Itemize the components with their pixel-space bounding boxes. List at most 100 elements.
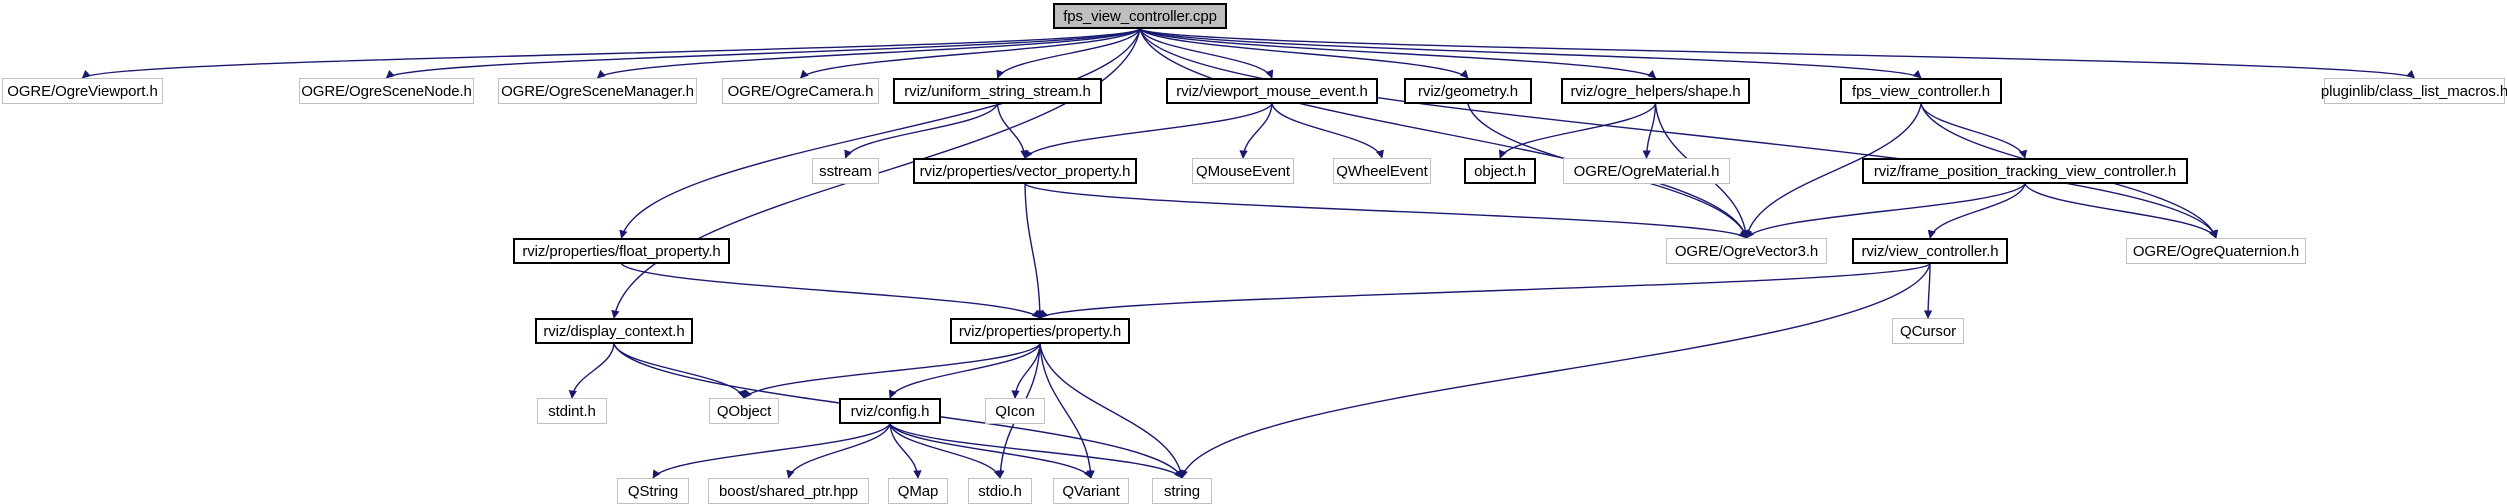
graph-node-viewctrl[interactable]: rviz/view_controller.h	[1852, 238, 2008, 264]
graph-edge-fpsvch-to-fptvc	[1920, 103, 2028, 159]
graph-node-qobject[interactable]: QObject	[709, 398, 779, 424]
graph-edge-vme-to-qwheel	[1271, 103, 1384, 159]
graph-edge-shape-to-material	[1642, 103, 1657, 159]
graph-edge-viewctrl-to-stringh	[1179, 263, 1931, 479]
graph-node-label: stdio.h	[978, 482, 1022, 500]
graph-node-geometry[interactable]: rviz/geometry.h	[1404, 78, 1532, 104]
graph-edge-vme-to-qmouse	[1239, 103, 1273, 159]
graph-node-label: fps_view_controller.h	[1852, 82, 1990, 100]
graph-edge-root-to-geometry	[1139, 28, 1469, 79]
graph-node-label: QVariant	[1062, 482, 1120, 500]
graph-node-label: OGRE/OgreViewport.h	[7, 82, 158, 100]
graph-node-label: OGRE/OgreVector3.h	[1674, 242, 1819, 260]
graph-node-label: QString	[627, 482, 679, 500]
graph-node-qvariant[interactable]: QVariant	[1053, 478, 1129, 504]
graph-edge-fptvc-to-quaternion	[2024, 183, 2217, 239]
graph-edge-shape-to-objecth	[1498, 103, 1657, 159]
graph-node-fptvc[interactable]: rviz/frame_position_tracking_view_contro…	[1862, 158, 2188, 184]
graph-node-label: rviz/viewport_mouse_event.h	[1176, 82, 1368, 100]
graph-edge-root-to-vme	[1139, 28, 1274, 79]
graph-node-dispctx[interactable]: rviz/display_context.h	[535, 318, 693, 344]
graph-node-qmouse[interactable]: QMouseEvent	[1192, 158, 1294, 184]
graph-node-pluginlib[interactable]: pluginlib/class_list_macros.h	[2320, 78, 2507, 104]
graph-node-quaternion[interactable]: OGRE/OgreQuaternion.h	[2126, 238, 2306, 264]
graph-node-objecth[interactable]: object.h	[1464, 158, 1536, 184]
graph-node-label: rviz/frame_position_tracking_view_contro…	[1873, 162, 2177, 180]
graph-edge-vme-to-vecprop	[1024, 103, 1273, 159]
graph-node-scenemgr[interactable]: OGRE/OgreSceneManager.h	[498, 78, 697, 104]
graph-node-label: QMap	[897, 482, 939, 500]
graph-node-vecprop[interactable]: rviz/properties/vector_property.h	[913, 158, 1137, 184]
graph-edge-dispctx-to-qobject	[613, 343, 746, 399]
graph-edge-fpsvch-to-vector3	[1743, 103, 1922, 239]
graph-edge-uss-to-vecprop	[996, 103, 1029, 159]
graph-edge-root-to-uss	[996, 28, 1141, 79]
graph-edge-uss-to-sstream	[844, 103, 999, 159]
graph-edge-property-to-qvariant	[1039, 343, 1095, 479]
graph-edge-config-to-stringh	[889, 423, 1183, 479]
graph-node-fpsvch[interactable]: fps_view_controller.h	[1840, 78, 2002, 104]
graph-edge-root-to-camera	[799, 28, 1141, 79]
graph-node-label: string	[1163, 482, 1201, 500]
graph-node-stdio[interactable]: stdio.h	[968, 478, 1032, 504]
graph-node-label: OGRE/OgreCamera.h	[727, 82, 874, 100]
graph-node-material[interactable]: OGRE/OgreMaterial.h	[1563, 158, 1730, 184]
graph-edge-root-to-quaternion	[1139, 28, 2219, 239]
graph-node-label: rviz/properties/vector_property.h	[919, 162, 1131, 180]
graph-node-vme[interactable]: rviz/viewport_mouse_event.h	[1166, 78, 1378, 104]
graph-node-label: QWheelEvent	[1336, 162, 1428, 180]
graph-node-property[interactable]: rviz/properties/property.h	[950, 318, 1130, 344]
graph-node-label: OGRE/OgreQuaternion.h	[2132, 242, 2300, 260]
graph-node-shape[interactable]: rviz/ogre_helpers/shape.h	[1561, 78, 1750, 104]
graph-node-label: OGRE/OgreSceneNode.h	[301, 82, 472, 100]
graph-edge-root-to-scenenode	[385, 28, 1141, 79]
graph-node-label: rviz/display_context.h	[543, 322, 685, 340]
graph-node-stdint[interactable]: stdint.h	[537, 398, 607, 424]
graph-edge-root-to-fpsvch	[1139, 28, 1922, 79]
graph-node-label: QMouseEvent	[1196, 162, 1290, 180]
graph-node-stringh[interactable]: string	[1152, 478, 1212, 504]
graph-node-label: rviz/properties/float_property.h	[522, 242, 721, 260]
graph-edge-fptvc-to-viewctrl	[1927, 183, 2026, 239]
graph-node-label: object.h	[1474, 162, 1526, 180]
graph-node-floatprop[interactable]: rviz/properties/float_property.h	[513, 238, 730, 264]
graph-edge-floatprop-to-property	[621, 263, 1041, 319]
graph-node-qwheel[interactable]: QWheelEvent	[1333, 158, 1431, 184]
graph-node-label: QIcon	[995, 402, 1035, 420]
graph-node-label: rviz/view_controller.h	[1861, 242, 1999, 260]
graph-node-qmap[interactable]: QMap	[888, 478, 948, 504]
graph-node-qicon[interactable]: QIcon	[985, 398, 1045, 424]
graph-edge-root-to-shape	[1139, 28, 1657, 79]
graph-node-config[interactable]: rviz/config.h	[839, 398, 941, 424]
graph-node-label: OGRE/OgreMaterial.h	[1573, 162, 1720, 180]
graph-node-qstring[interactable]: QString	[617, 478, 689, 504]
graph-node-qcursor[interactable]: QCursor	[1892, 318, 1964, 344]
graph-edge-config-to-stdio	[889, 423, 1002, 479]
graph-edge-config-to-qvariant	[889, 423, 1092, 479]
graph-node-sstream[interactable]: sstream	[812, 158, 879, 184]
graph-edge-root-to-scenemgr	[596, 28, 1141, 79]
graph-node-uss[interactable]: rviz/uniform_string_stream.h	[893, 78, 1102, 104]
graph-edge-property-to-qobject	[743, 343, 1041, 399]
graph-edge-root-to-pluginlib	[1139, 28, 2416, 79]
graph-node-camera[interactable]: OGRE/OgreCamera.h	[722, 78, 879, 104]
graph-edge-config-to-qmap	[889, 423, 922, 479]
graph-node-viewport[interactable]: OGRE/OgreViewport.h	[2, 78, 163, 104]
graph-node-label: rviz/uniform_string_stream.h	[904, 82, 1091, 100]
graph-edge-root-to-vector3	[1139, 28, 1749, 239]
graph-node-label: sstream	[819, 162, 872, 180]
graph-node-label: rviz/geometry.h	[1418, 82, 1518, 100]
graph-node-sharedptr[interactable]: boost/shared_ptr.hpp	[708, 478, 869, 504]
graph-edge-vecprop-to-vector3	[1024, 183, 1748, 239]
graph-node-label: fps_view_controller.cpp	[1063, 7, 1217, 25]
graph-node-label: rviz/config.h	[850, 402, 930, 420]
graph-edge-vecprop-to-property	[1024, 183, 1045, 319]
graph-node-vector3[interactable]: OGRE/OgreVector3.h	[1666, 238, 1827, 264]
graph-edge-config-to-sharedptr	[786, 423, 891, 479]
graph-node-label: stdint.h	[548, 402, 596, 420]
graph-node-root[interactable]: fps_view_controller.cpp	[1053, 3, 1227, 29]
graph-node-label: pluginlib/class_list_macros.h	[2320, 82, 2507, 100]
graph-node-scenenode[interactable]: OGRE/OgreSceneNode.h	[299, 78, 474, 104]
